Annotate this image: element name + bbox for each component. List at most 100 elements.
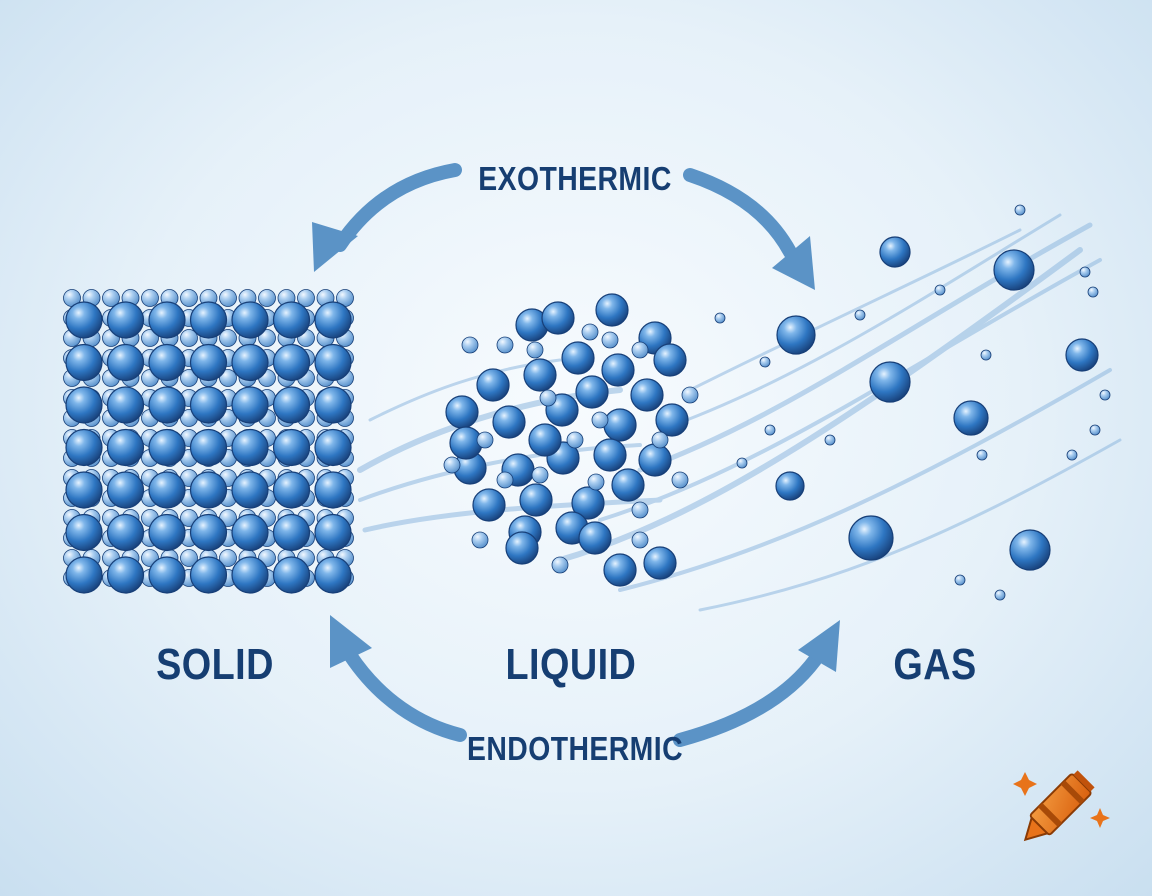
particle [476, 431, 494, 449]
particle [272, 301, 311, 339]
particle [106, 386, 145, 424]
particle [148, 386, 186, 424]
particle [531, 466, 549, 484]
particle [314, 428, 352, 467]
particle [106, 343, 145, 382]
particle [314, 471, 352, 509]
particle [148, 428, 186, 467]
particle [180, 369, 198, 387]
particle [106, 556, 145, 594]
particle [258, 329, 276, 347]
motion-streaks [357, 213, 1122, 612]
particle [106, 301, 145, 339]
particle [593, 438, 627, 472]
particle [106, 471, 145, 509]
particle [65, 513, 103, 552]
cycle-arrows [312, 163, 840, 747]
particle [445, 395, 479, 429]
particle [65, 301, 103, 339]
particle [848, 515, 894, 561]
particle [231, 513, 269, 552]
particle [492, 405, 526, 439]
particle [106, 513, 145, 552]
particle [314, 343, 352, 382]
particle [231, 471, 269, 509]
particle [578, 521, 612, 555]
particle [65, 471, 103, 509]
particle [601, 353, 635, 387]
particle [775, 471, 805, 501]
exothermic-label: EXOTHERMIC [478, 160, 672, 197]
liquid-label: LIQUID [505, 640, 637, 689]
arrow-exothermic-right-head [772, 236, 815, 290]
particle [272, 471, 311, 509]
particle [561, 341, 595, 375]
particle [476, 368, 510, 402]
particle [314, 386, 352, 424]
particle [759, 356, 771, 368]
particle [471, 531, 489, 549]
particle [631, 531, 649, 549]
particle [976, 449, 988, 461]
particle [141, 289, 159, 307]
particle [631, 501, 649, 519]
solid-label: SOLID [156, 640, 274, 689]
particle [231, 556, 269, 594]
particle [1066, 449, 1078, 461]
particle [219, 289, 237, 307]
particle [655, 403, 689, 437]
particle [1065, 338, 1099, 372]
particle [148, 471, 186, 509]
particle [180, 329, 198, 347]
particle [180, 289, 198, 307]
arrow-exothermic-left [333, 163, 462, 252]
particle [571, 486, 605, 520]
particle [219, 369, 237, 387]
particle [65, 428, 103, 467]
particle [219, 549, 237, 567]
particle [189, 556, 228, 594]
particle [272, 343, 311, 382]
particle [953, 400, 989, 436]
particle [1087, 286, 1099, 298]
particle [714, 312, 726, 324]
arrow-endothermic-right-head [798, 620, 840, 672]
liquid-particle-cluster [443, 293, 699, 587]
particle [102, 289, 120, 307]
particle [824, 434, 836, 446]
particle [601, 331, 619, 349]
particle [581, 323, 599, 341]
particle [189, 471, 228, 509]
particle [65, 343, 103, 382]
particle [496, 471, 514, 489]
arrow-endothermic-left-head [330, 615, 372, 668]
particle [189, 343, 228, 382]
particle [189, 513, 228, 552]
arrow-exothermic-right [683, 168, 797, 259]
particle [106, 428, 145, 467]
particle [1009, 529, 1051, 571]
sparkle-icon [1013, 772, 1110, 828]
particle [541, 301, 575, 335]
particle [980, 349, 992, 361]
particle [566, 431, 584, 449]
particle [231, 428, 269, 467]
particle [297, 289, 315, 307]
particle [231, 386, 269, 424]
particle [528, 423, 562, 457]
particle [148, 301, 186, 339]
particle [1079, 266, 1091, 278]
particle [505, 531, 539, 565]
particle [141, 329, 159, 347]
particle [148, 343, 186, 382]
particle [189, 301, 228, 339]
particle [231, 301, 269, 339]
particle [314, 513, 352, 552]
gas-label: GAS [893, 640, 977, 689]
particle [314, 556, 352, 594]
particle [272, 556, 311, 594]
particle [472, 488, 506, 522]
particle [643, 546, 677, 580]
arrow-exothermic-left-head [312, 222, 358, 272]
